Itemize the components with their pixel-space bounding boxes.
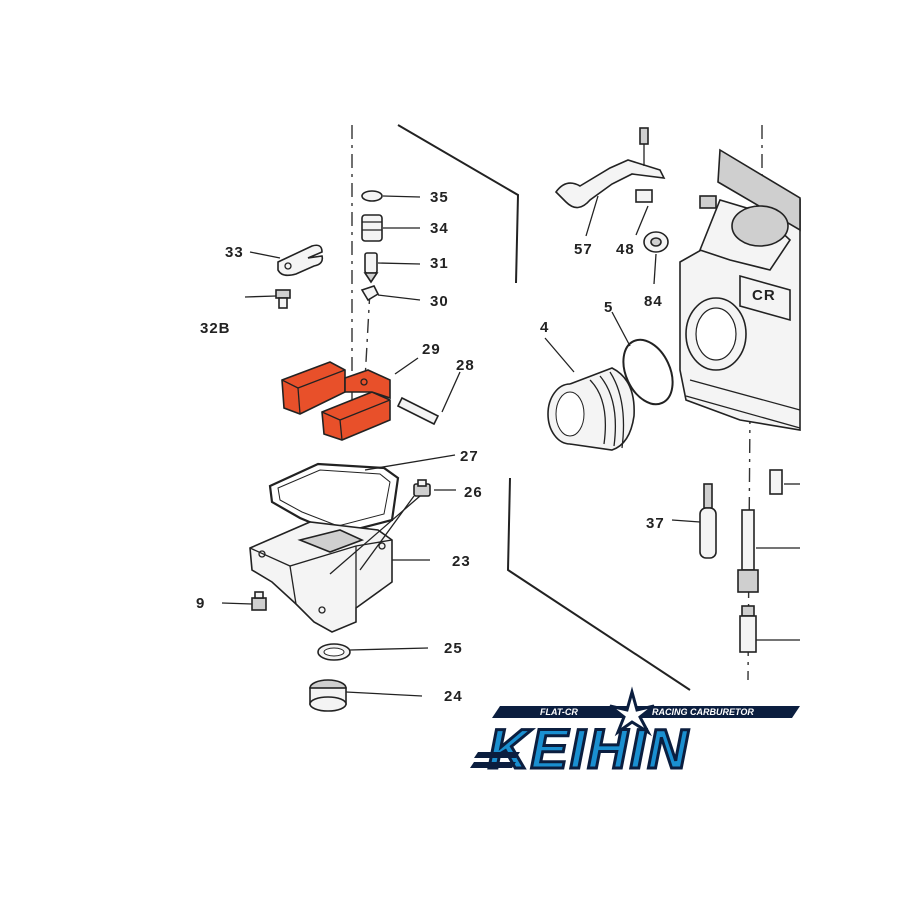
part-31-float-valve [363, 252, 421, 284]
body-casting-text: CR [752, 287, 776, 304]
part-23-float-bowl [249, 521, 430, 633]
right-small-parts [671, 469, 800, 653]
logo-keihin-wordmark: KEIHIN [488, 717, 690, 780]
part-4-intake-boot [544, 337, 635, 451]
part-30-clip [360, 285, 421, 302]
part-34-holder [361, 214, 420, 242]
label-27: 27 [460, 448, 479, 465]
label-4: 4 [540, 319, 549, 336]
carburetor-body: CR [679, 148, 801, 431]
label-25: 25 [444, 640, 463, 657]
label-57: 57 [574, 241, 593, 258]
label-35: 35 [430, 189, 449, 206]
part-35-o-ring [361, 190, 421, 202]
label-26: 26 [464, 484, 483, 501]
part-29-float [281, 357, 419, 441]
label-28: 28 [456, 357, 475, 374]
label-33: 33 [225, 244, 244, 261]
part-25-o-ring [317, 643, 429, 661]
part-24-plug [309, 679, 423, 712]
label-48: 48 [616, 241, 635, 258]
part-33-plate [249, 244, 324, 277]
part-57-arm [554, 127, 666, 237]
label-30: 30 [430, 293, 449, 310]
keihin-logo: FLAT-CR RACING CARBURETOR KEIHIN [470, 686, 800, 782]
label-9: 9 [196, 595, 205, 612]
label-31: 31 [430, 255, 449, 272]
part-32b-screw [244, 289, 291, 309]
label-23: 23 [452, 553, 471, 570]
part-84-bushing [643, 231, 669, 285]
part-9-screw [221, 591, 267, 611]
logo-star-icon [609, 686, 655, 737]
part-26-drain-screw [329, 479, 456, 575]
part-28-pin [396, 371, 461, 426]
logo-racing-carburetor: RACING CARBURETOR [652, 707, 754, 717]
label-34: 34 [430, 220, 449, 237]
label-37: 37 [646, 515, 665, 532]
label-84: 84 [644, 293, 663, 310]
label-29: 29 [422, 341, 441, 358]
part-labels: 35 34 33 31 30 32B 29 28 27 26 23 9 25 2… [196, 189, 665, 705]
label-32b: 32B [200, 320, 231, 337]
part-48 [635, 189, 653, 236]
label-24: 24 [444, 688, 463, 705]
part-5-o-ring [611, 311, 674, 406]
logo-flat-cr: FLAT-CR [540, 707, 578, 717]
guide-lines [397, 124, 691, 691]
label-5: 5 [604, 299, 613, 316]
